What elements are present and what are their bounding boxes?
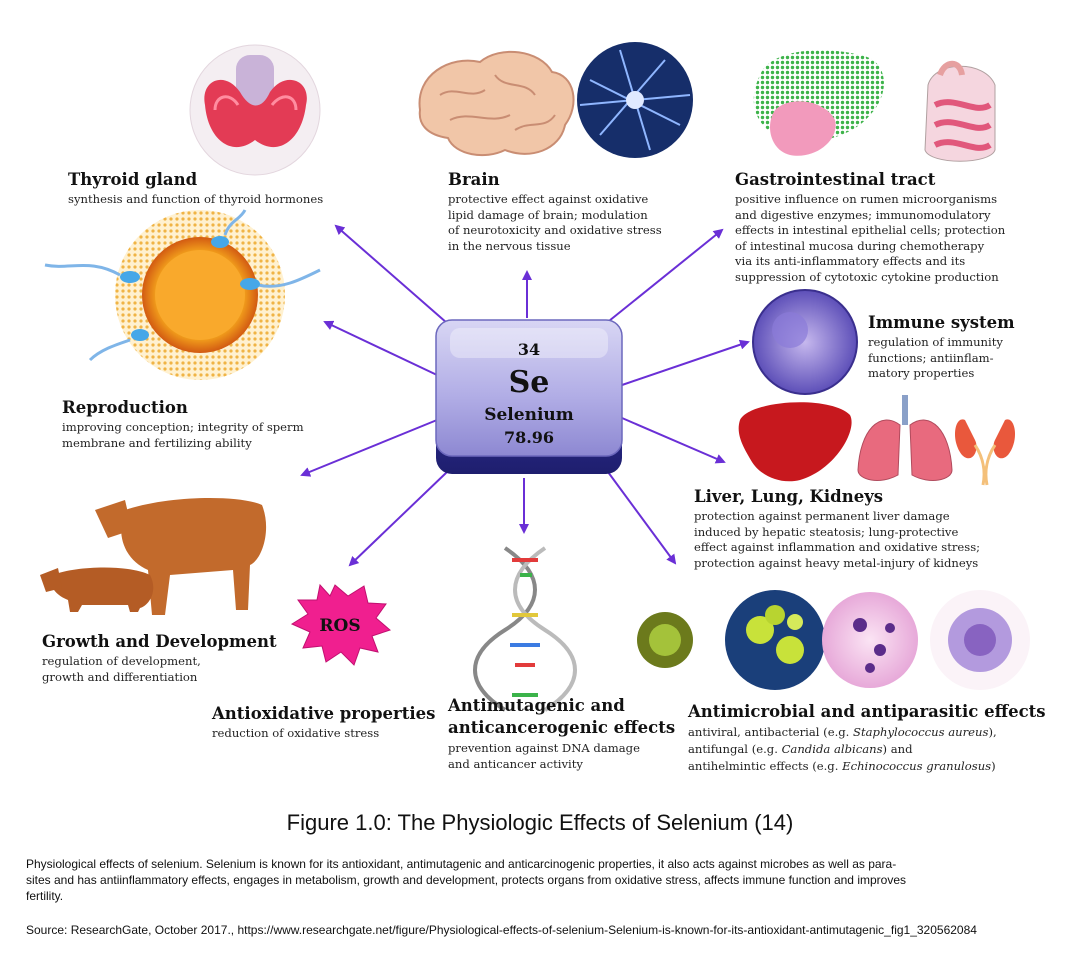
figure-caption: Figure 1.0: The Physiologic Effects of S… <box>286 810 794 835</box>
arrow-antimicrobial <box>607 471 677 565</box>
intestine-illustration <box>924 60 996 162</box>
figure-description: Physiological effects of selenium. Selen… <box>26 857 906 903</box>
dna-illustration <box>473 546 577 712</box>
species-echinococcus: Echinococcus granulosus <box>842 759 992 773</box>
lungs-illustration <box>857 395 953 481</box>
gi-title: Gastrointestinal tract <box>735 170 936 189</box>
species-candida: Candida albicans <box>781 742 883 756</box>
liver-desc: protection against permanent liver damag… <box>694 509 981 570</box>
brain-illustration <box>418 50 575 157</box>
cows-illustration <box>40 498 267 615</box>
atomic-number: 34 <box>518 340 540 359</box>
neuron-illustration <box>577 42 693 158</box>
growth-title: Growth and Development <box>42 632 277 651</box>
reproduction-title: Reproduction <box>62 398 188 417</box>
immune-cell-illustration <box>752 289 858 395</box>
antiox-desc: reduction of oxidative stress <box>212 726 380 740</box>
arrow-reproduction-upper <box>323 320 438 376</box>
atomic-mass: 78.96 <box>504 428 554 447</box>
liver-illustration <box>738 402 852 482</box>
species-staphylococcus: Staphylococcus aureus <box>853 725 989 739</box>
antimut-title-1: Antimutagenic and <box>448 696 625 715</box>
antimicrobial-line-1: antiviral, antibacterial (e.g. Staphyloc… <box>688 725 997 739</box>
arrow-liver <box>621 417 726 464</box>
egg-cell-illustration <box>44 209 321 380</box>
growth-desc: regulation of development, growth and di… <box>42 654 201 684</box>
brain-desc: protective effect against oxidative lipi… <box>448 192 662 253</box>
element-name: Selenium <box>484 405 574 425</box>
immune-title: Immune system <box>868 313 1015 332</box>
arrow-growth <box>348 471 448 567</box>
gi-desc: positive influence on rumen microorganis… <box>735 192 1006 284</box>
antimicrobial-title: Antimicrobial and antiparasitic effects <box>688 702 1046 721</box>
selenium-effects-diagram: 34 Se Selenium 78.96 <box>40 42 1030 712</box>
immune-desc: regulation of immunity functions; antiin… <box>868 335 1003 380</box>
arrow-thyroid <box>334 224 456 331</box>
virus-illustration <box>620 595 710 685</box>
fungi-illustration <box>822 592 918 688</box>
arrows <box>300 224 750 567</box>
antiox-title: Antioxidative properties <box>212 704 436 723</box>
arrow-reproduction-lower <box>300 419 438 477</box>
thyroid-title: Thyroid gland <box>68 170 198 189</box>
bacteria-illustration <box>725 590 825 690</box>
element-tile: 34 Se Selenium 78.96 <box>435 319 623 474</box>
stomach-illustration <box>753 50 884 156</box>
brain-title: Brain <box>448 170 500 189</box>
parasite-illustration <box>930 590 1030 690</box>
antimut-desc: prevention against DNA damage and antica… <box>448 741 640 771</box>
element-symbol: Se <box>509 365 550 400</box>
antimut-title-2: anticancerogenic effects <box>448 718 676 737</box>
ros-starburst: ROS <box>290 583 391 666</box>
kidneys-illustration <box>954 419 1016 486</box>
arrow-immune <box>621 339 750 386</box>
thyroid-desc: synthesis and function of thyroid hormon… <box>68 192 324 206</box>
thyroid-illustration <box>189 44 321 176</box>
antimicrobial-line-2: antifungal (e.g. Candida albicans) and <box>688 742 913 756</box>
arrow-gi <box>603 228 724 326</box>
liver-title: Liver, Lung, Kidneys <box>694 487 884 506</box>
antimicrobial-line-3: antihelmintic effects (e.g. Echinococcus… <box>688 759 996 773</box>
ros-label: ROS <box>319 616 360 636</box>
figure-source: Source: ResearchGate, October 2017., htt… <box>26 923 977 937</box>
reproduction-desc: improving conception; integrity of sperm… <box>62 420 304 450</box>
